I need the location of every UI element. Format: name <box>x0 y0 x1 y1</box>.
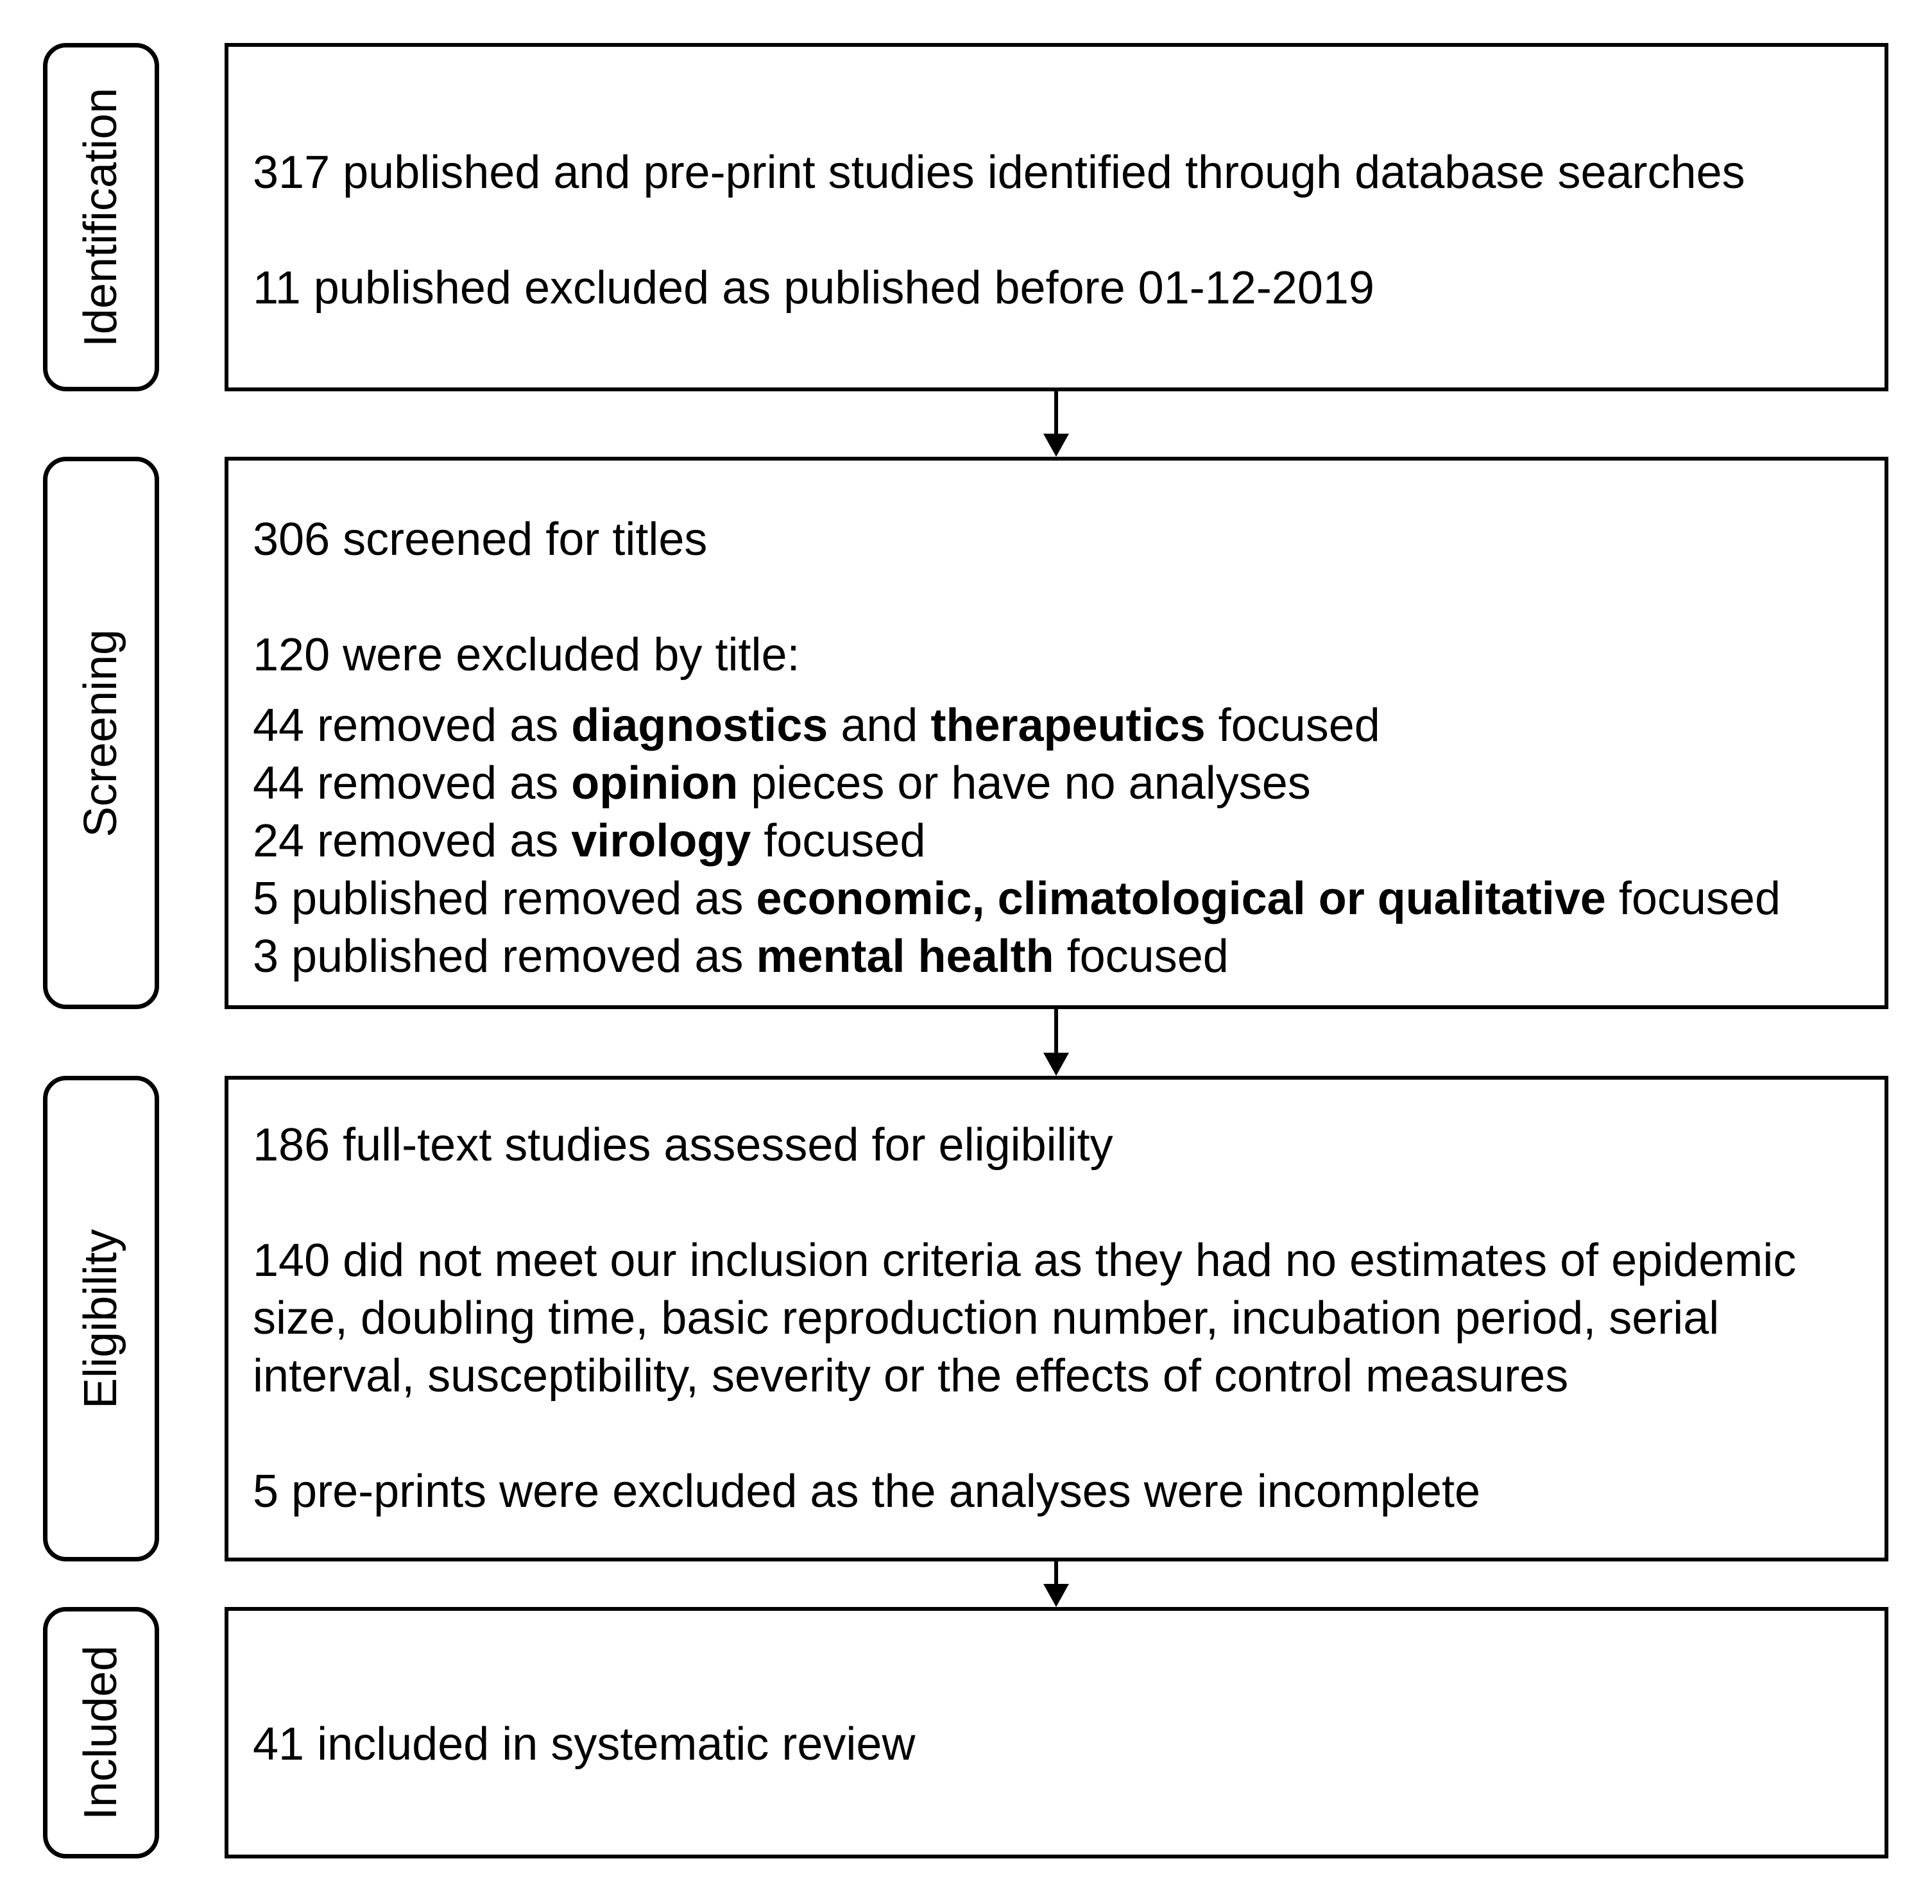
text-segment: 317 published and pre-print studies iden… <box>253 147 1745 198</box>
stage-label-screening: Screening <box>43 457 159 1009</box>
text-segment: 11 published excluded as published befor… <box>253 262 1374 314</box>
text-segment: 44 removed as <box>253 758 572 809</box>
text-segment: pieces or have no analyses <box>738 758 1311 809</box>
stage-label-included-text: Included <box>75 1645 127 1821</box>
arrow-shaft <box>1054 1561 1058 1585</box>
flow-arrow-identification-to-screening <box>1042 391 1070 457</box>
stage-label-screening-text: Screening <box>75 629 127 837</box>
text-segment: 24 removed as <box>253 815 572 867</box>
text-segment: 186 full-text studies assessed for eligi… <box>253 1119 1113 1171</box>
text-line: 44 removed as opinion pieces or have no … <box>253 754 1885 812</box>
text-segment: focused <box>751 815 926 867</box>
text-line: 5 published removed as economic, climato… <box>253 870 1885 928</box>
arrow-head-icon <box>1043 1584 1069 1607</box>
stage-label-identification: Identification <box>43 43 159 391</box>
text-line <box>253 201 1885 259</box>
stage-box-identification: 317 published and pre-print studies iden… <box>225 43 1888 391</box>
text-line: 3 published removed as mental health foc… <box>253 928 1885 985</box>
text-segment: 140 did not meet our inclusion criteria … <box>253 1235 1797 1286</box>
arrow-head-icon <box>1043 1053 1069 1076</box>
stage-label-eligibility-text: Eligibility <box>75 1228 127 1409</box>
text-segment-bold: opinion <box>571 758 739 809</box>
text-line: 186 full-text studies assessed for eligi… <box>253 1116 1885 1174</box>
text-segment: focused <box>1054 931 1229 982</box>
text-line: 140 did not meet our inclusion criteria … <box>253 1232 1885 1289</box>
text-line: size, doubling time, basic reproduction … <box>253 1289 1885 1347</box>
text-segment: focused <box>1205 700 1380 751</box>
text-line: 11 published excluded as published befor… <box>253 259 1885 317</box>
text-segment: 44 removed as <box>253 700 572 751</box>
flow-arrow-screening-to-eligibility <box>1042 1009 1070 1076</box>
stage-box-included: 41 included in systematic review <box>225 1607 1888 1858</box>
text-segment-bold: therapeutics <box>930 700 1206 751</box>
stage-label-included: Included <box>43 1607 159 1858</box>
text-line: 44 removed as diagnostics and therapeuti… <box>253 697 1885 754</box>
text-line <box>253 568 1885 626</box>
text-segment-bold: diagnostics <box>571 700 828 751</box>
text-line: 5 pre-prints were excluded as the analys… <box>253 1463 1885 1520</box>
text-segment-bold: mental health <box>756 931 1054 982</box>
arrow-shaft <box>1054 391 1058 435</box>
stage-label-eligibility: Eligibility <box>43 1076 159 1561</box>
text-segment: 120 were excluded by title: <box>253 629 800 681</box>
text-segment: interval, susceptibility, severity or th… <box>253 1350 1569 1402</box>
text-segment: focused <box>1605 873 1781 924</box>
stage-label-identification-text: Identification <box>75 87 127 347</box>
stage-box-screening: 306 screened for titles 120 were exclude… <box>225 457 1888 1009</box>
text-line <box>253 1174 1885 1232</box>
text-line <box>253 1405 1885 1463</box>
stage-box-eligibility: 186 full-text studies assessed for eligi… <box>225 1076 1888 1561</box>
text-line: 317 published and pre-print studies iden… <box>253 144 1885 201</box>
text-segment: 5 published removed as <box>253 873 757 924</box>
arrow-shaft <box>1054 1009 1058 1054</box>
text-line: 41 included in systematic review <box>253 1715 1885 1773</box>
text-segment: size, doubling time, basic reproduction … <box>253 1293 1720 1344</box>
text-segment: and <box>828 700 931 751</box>
arrow-head-icon <box>1043 434 1069 457</box>
text-segment: 41 included in systematic review <box>253 1719 916 1770</box>
text-line: interval, susceptibility, severity or th… <box>253 1347 1885 1405</box>
text-segment-bold: economic, climatological or qualitative <box>756 873 1606 924</box>
text-segment: 306 screened for titles <box>253 514 708 565</box>
text-segment: 3 published removed as <box>253 931 757 982</box>
text-line: 306 screened for titles <box>253 511 1885 568</box>
text-segment: 5 pre-prints were excluded as the analys… <box>253 1466 1480 1517</box>
flow-arrow-eligibility-to-included <box>1042 1561 1070 1607</box>
text-line: 24 removed as virology focused <box>253 812 1885 870</box>
text-line: 120 were excluded by title: <box>253 626 1885 684</box>
text-segment-bold: virology <box>571 815 751 867</box>
